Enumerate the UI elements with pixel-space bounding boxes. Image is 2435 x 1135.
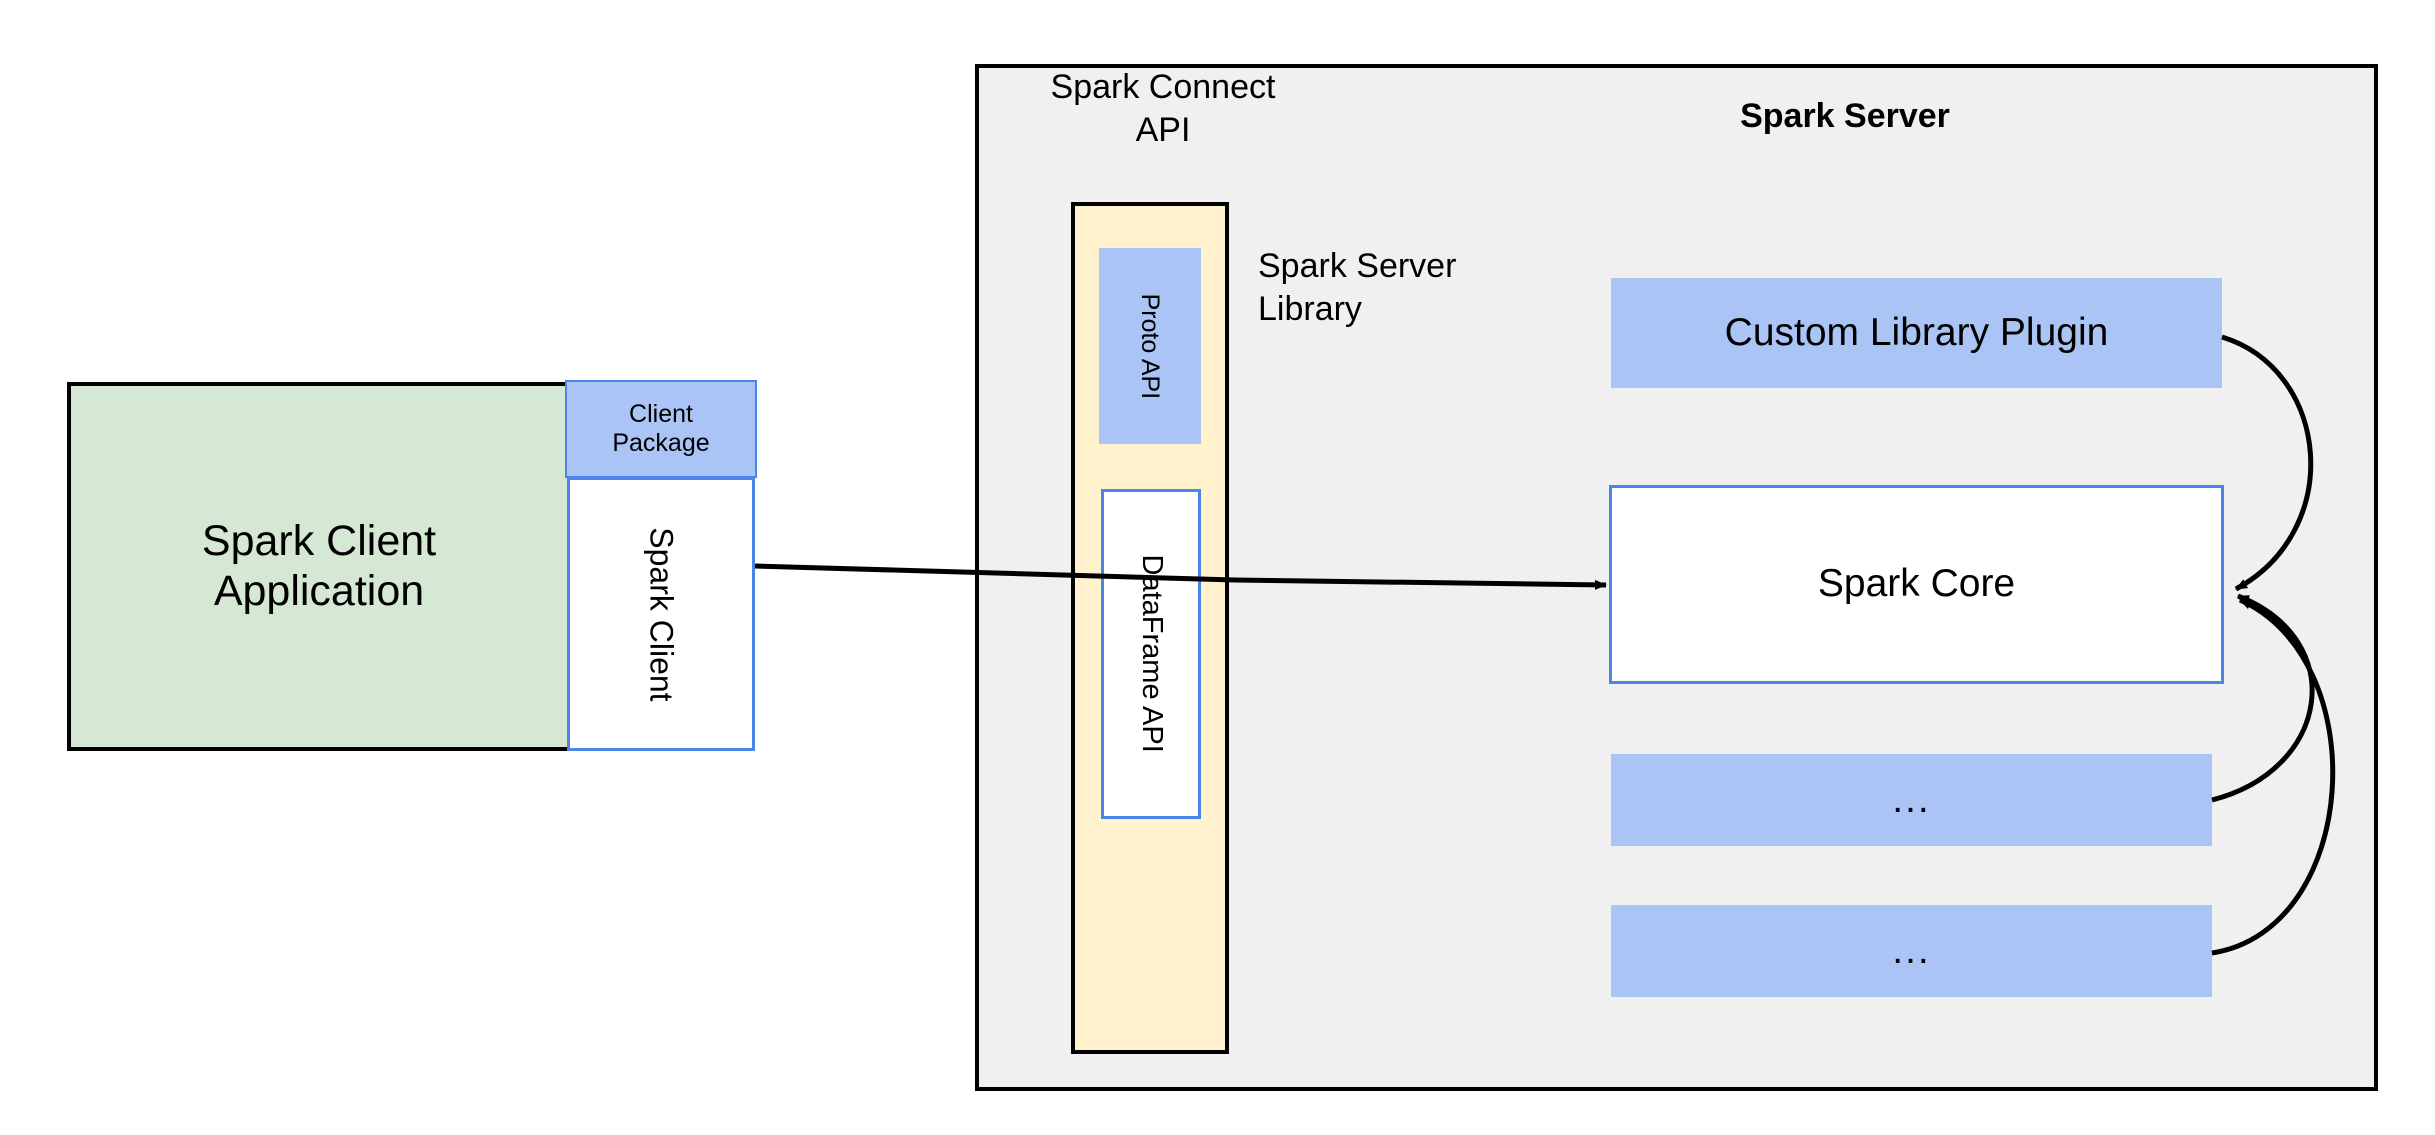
proto-api-box: Proto API (1099, 248, 1201, 444)
spark-core-label: Spark Core (1817, 562, 2016, 606)
spark-client-label: Spark Client (643, 526, 680, 702)
dataframe-api-label: DataFrame API (1135, 554, 1168, 754)
spark-client-box: Spark Client (567, 477, 755, 751)
placeholder-box-1: ... (1611, 754, 2212, 846)
client-package-label-line2: Package (612, 429, 710, 457)
placeholder-box-2: ... (1611, 905, 2212, 997)
proto-api-label: Proto API (1136, 293, 1165, 399)
spark-server-library-label: Spark Server Library (1258, 245, 1548, 330)
spark-client-application-label-line2: Application (213, 566, 425, 615)
client-package-box: Client Package (565, 380, 757, 478)
placeholder-label-1: ... (1892, 777, 1931, 821)
custom-library-plugin-label: Custom Library Plugin (1724, 310, 2109, 354)
spark-server-library-label-line1: Spark Server (1258, 247, 1457, 285)
spark-server-library-label-line2: Library (1258, 289, 1362, 328)
spark-server-title: Spark Server (1740, 97, 1950, 135)
spark-connect-api-label-line2: API (1135, 110, 1191, 149)
spark-core-box: Spark Core (1609, 485, 2224, 684)
spark-client-application-label-line1: Spark Client (201, 517, 437, 566)
placeholder-label-2: ... (1892, 928, 1931, 972)
spark-connect-api-label-line1: Spark Connect (1050, 68, 1276, 106)
client-package-label-line1: Client (629, 400, 693, 429)
dataframe-api-box: DataFrame API (1101, 489, 1201, 819)
custom-library-plugin-box: Custom Library Plugin (1611, 278, 2222, 388)
spark-client-application-box: Spark Client Application (67, 382, 571, 751)
spark-connect-api-label: Spark Connect API (1018, 66, 1308, 151)
